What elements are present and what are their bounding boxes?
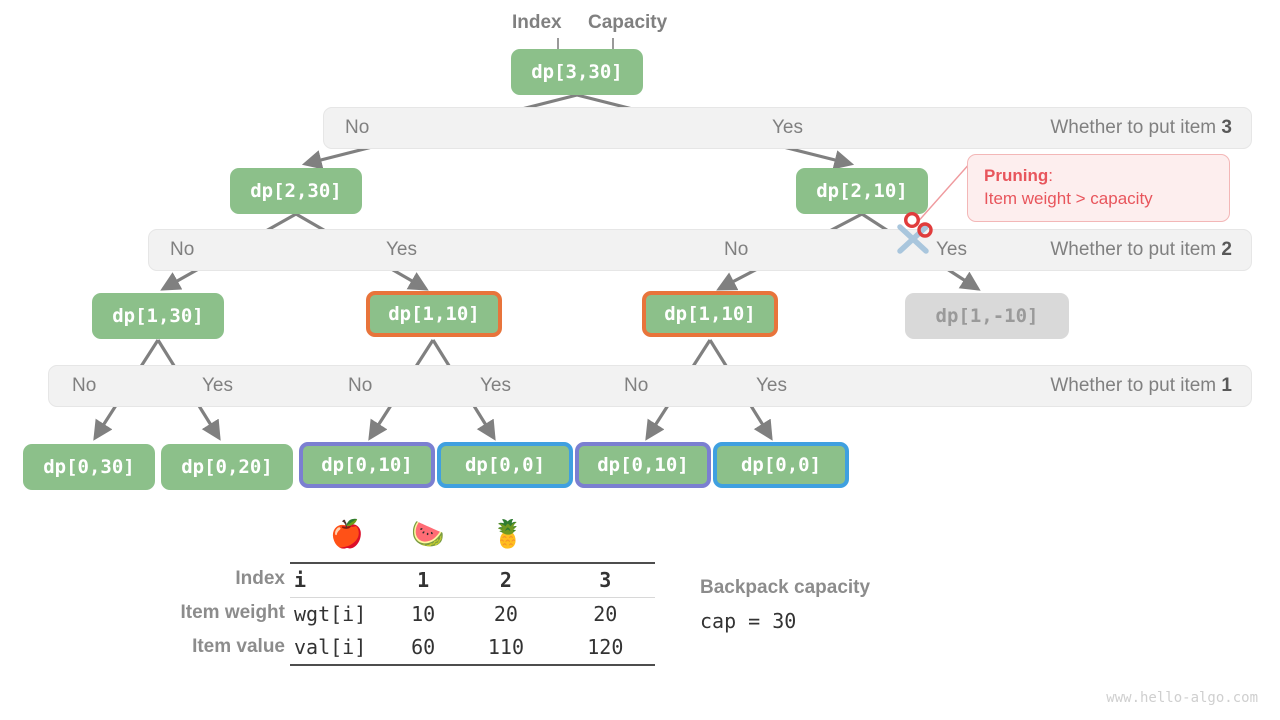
row-label-item-value: Item value: [192, 636, 285, 657]
cell-wgt-1: 10: [390, 596, 457, 631]
pruning-title-line: Pruning:: [984, 164, 1215, 187]
node-dp-1-neg10: dp[1,-10]: [905, 293, 1069, 339]
item-data-table: i 1 2 3 wgt[i] 10 20 20 val[i] 60 110 12…: [290, 562, 655, 666]
branch-label-yes-item2-a: Yes: [386, 239, 417, 260]
cell-key-i: i: [290, 562, 390, 597]
node-dp-0-20[interactable]: dp[0,20]: [161, 444, 293, 490]
node-dp-0-0-right[interactable]: dp[0,0]: [713, 442, 849, 488]
cell-i-3: 3: [555, 562, 655, 597]
branch-label-no-item1-a: No: [72, 375, 97, 396]
capacity-note-title: Backpack capacity: [700, 577, 871, 598]
level-question-num-2: 2: [1221, 239, 1232, 260]
cell-i-1: 1: [390, 562, 457, 597]
level-question-item1: Whether to put item 1: [1050, 376, 1232, 395]
level-question-item3: Whether to put item 3: [1050, 118, 1232, 137]
branch-label-yes-item1-a: Yes: [202, 375, 233, 396]
branch-label-no-item1-c: No: [624, 375, 649, 396]
backpack-capacity-note: Backpack capacity cap = 30: [700, 577, 871, 633]
table-row: val[i] 60 110 120: [290, 631, 655, 666]
cell-val-2: 110: [456, 631, 556, 666]
pruning-colon: :: [1048, 166, 1053, 185]
level-question-num-3: 3: [1221, 117, 1232, 138]
cell-key-val: val[i]: [290, 631, 390, 666]
pineapple-icon: 🍍: [491, 519, 525, 550]
branch-label-yes-item1-c: Yes: [756, 375, 787, 396]
node-dp-1-30[interactable]: dp[1,30]: [92, 293, 224, 339]
node-dp-0-0-left[interactable]: dp[0,0]: [437, 442, 573, 488]
watermelon-icon: 🍉: [411, 519, 445, 550]
table-row-labels: Index Item weight Item value: [110, 562, 285, 664]
node-dp-0-10-left[interactable]: dp[0,10]: [299, 442, 435, 488]
level-question-text-2: Whether to put item: [1050, 239, 1222, 260]
branch-label-yes-item1-b: Yes: [480, 375, 511, 396]
node-dp-0-30[interactable]: dp[0,30]: [23, 444, 155, 490]
table-row: wgt[i] 10 20 20: [290, 596, 655, 631]
level-question-num-1: 1: [1221, 375, 1232, 396]
cell-val-3: 120: [555, 631, 655, 666]
row-label-item-weight: Item weight: [180, 602, 285, 623]
node-dp-3-30[interactable]: dp[3,30]: [511, 49, 643, 95]
branch-label-no-item1-b: No: [348, 375, 373, 396]
pruning-callout: Pruning: Item weight > capacity: [967, 154, 1230, 222]
branch-label-yes-item3: Yes: [772, 117, 803, 138]
level-question-text-3: Whether to put item: [1050, 117, 1222, 138]
capacity-annotation: Capacity: [588, 12, 668, 33]
branch-label-no-item2-a: No: [170, 239, 195, 260]
node-dp-1-10-right[interactable]: dp[1,10]: [642, 291, 778, 337]
table-row: i 1 2 3: [290, 562, 655, 597]
capacity-note-code: cap = 30: [700, 608, 797, 633]
branch-label-no-item2-b: No: [724, 239, 749, 260]
watermark: www.hello-algo.com: [1106, 690, 1258, 706]
cell-i-2: 2: [456, 562, 556, 597]
cell-val-1: 60: [390, 631, 457, 666]
branch-label-no-item3: No: [345, 117, 370, 138]
node-dp-2-30[interactable]: dp[2,30]: [230, 168, 362, 214]
pruning-detail: Item weight > capacity: [984, 189, 1153, 209]
node-dp-2-10[interactable]: dp[2,10]: [796, 168, 928, 214]
branch-label-yes-item2-b: Yes: [936, 239, 967, 260]
level-question-item2: Whether to put item 2: [1050, 240, 1232, 259]
node-dp-1-10-left[interactable]: dp[1,10]: [366, 291, 502, 337]
level-question-text-1: Whether to put item: [1050, 375, 1222, 396]
apple-icon: 🍎: [330, 519, 364, 550]
scissors-icon: [897, 211, 933, 254]
cell-key-wgt: wgt[i]: [290, 596, 390, 631]
cell-wgt-2: 20: [456, 596, 556, 631]
index-annotation: Index: [512, 12, 562, 33]
node-dp-0-10-right[interactable]: dp[0,10]: [575, 442, 711, 488]
cell-wgt-3: 20: [555, 596, 655, 631]
pruning-title: Pruning: [984, 166, 1049, 185]
row-label-index: Index: [235, 568, 285, 589]
fruit-header-row: 🍎 🍉 🍍: [290, 519, 655, 563]
